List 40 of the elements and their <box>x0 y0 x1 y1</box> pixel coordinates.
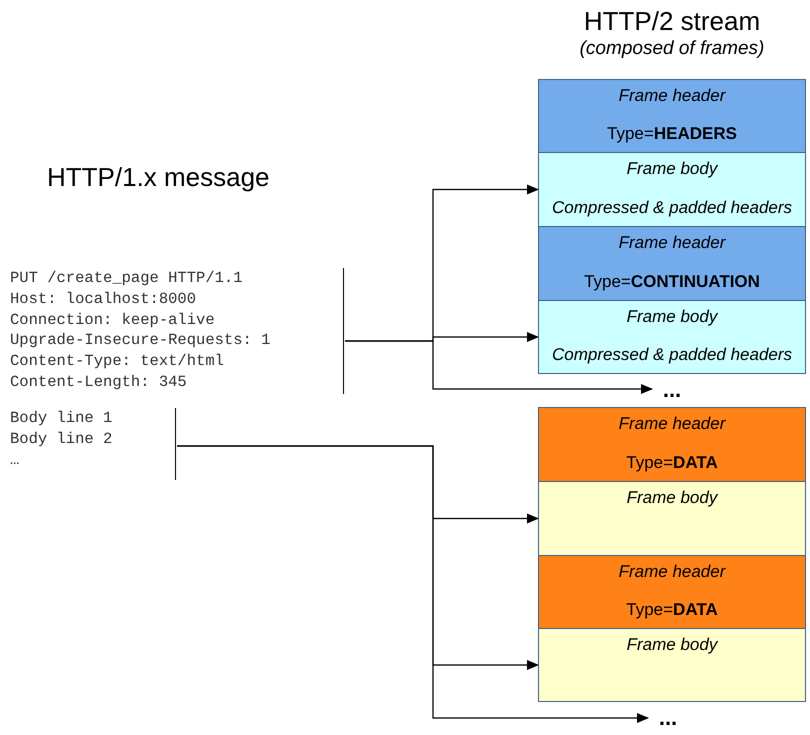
arrow <box>345 340 653 394</box>
frame-title: Frame body <box>626 635 718 655</box>
frame-title: Frame body <box>626 159 718 179</box>
subheading: (composed of frames) <box>580 38 764 60</box>
frame-title: Frame body <box>626 307 718 327</box>
code-line: Body line 1 <box>10 408 114 429</box>
frame-header-box <box>538 407 806 482</box>
frame-type: Type=CONTINUATION <box>584 272 760 292</box>
frame-title: Frame header <box>618 414 726 434</box>
frame-title: Frame header <box>618 233 726 253</box>
frame-title: Frame body <box>626 488 718 508</box>
frame-body-box <box>538 481 806 556</box>
frame-type: Type=DATA <box>626 453 718 473</box>
ellipsis-text: ... <box>652 375 692 403</box>
heading: HTTP/1.x message <box>47 162 270 193</box>
code-line: … <box>10 450 20 470</box>
heading: HTTP/2 stream <box>584 6 760 37</box>
frame-title: Frame header <box>618 562 726 582</box>
code-line: Upgrade-Insecure-Requests: 1 <box>10 330 272 352</box>
frame-body-box <box>538 628 806 702</box>
frame-body-box <box>538 300 806 374</box>
code-line: Content-Type: text/html <box>10 351 225 372</box>
frame-type: Type=DATA <box>626 600 718 620</box>
frame-type: Type=HEADERS <box>607 124 737 144</box>
code-line: Content-Length: 345 <box>10 372 188 393</box>
frame-header-box <box>538 79 806 153</box>
code-block <box>10 268 344 394</box>
code-line: Host: localhost:8000 <box>10 288 198 310</box>
arrow <box>177 445 649 723</box>
frame-header-box <box>538 226 806 301</box>
frame-description: Compressed & padded headers <box>552 198 792 218</box>
frame-title: Frame header <box>618 86 726 106</box>
code-line: Connection: keep-alive <box>10 310 216 330</box>
frame-description: Compressed & padded headers <box>552 345 792 365</box>
frame-body-box <box>538 152 806 227</box>
ellipsis-text: ... <box>648 703 688 733</box>
code-line: Body line 2 <box>10 428 114 450</box>
code-block <box>10 408 176 480</box>
frame-header-box <box>538 555 806 629</box>
code-line: PUT /create_page HTTP/1.1 <box>10 268 244 289</box>
